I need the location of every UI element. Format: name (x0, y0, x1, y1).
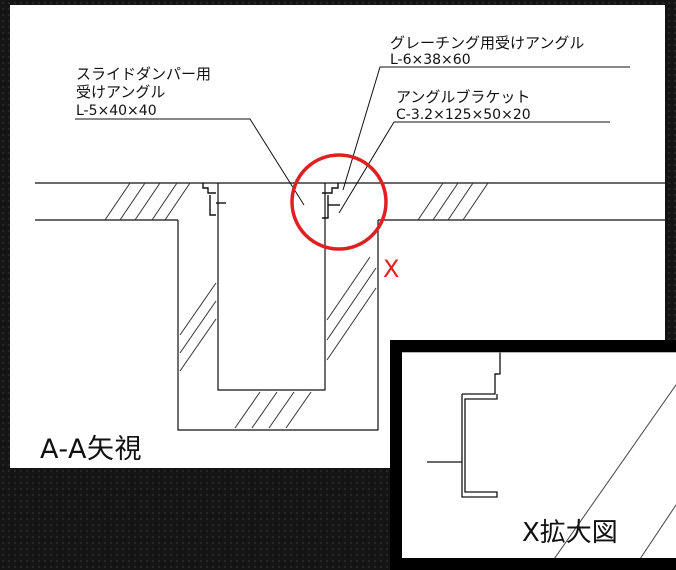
pit-inner-outline (217, 203, 326, 391)
section-drawing: スライドダンパー用 受けアングル L-5×40×40 グレーチング用受けアングル… (35, 34, 665, 431)
detail-drawing (402, 352, 676, 558)
view-title: A-A矢視 (40, 434, 142, 465)
label-slide-damper-2: 受けアングル (76, 83, 165, 101)
detail-hatch-line (554, 383, 676, 558)
slide-damper-angle (202, 183, 216, 194)
label-bracket-spec: C-3.2×125×50×20 (396, 107, 531, 123)
leader-bracket (338, 121, 610, 214)
label-grating-angle: グレーチング用受けアングル (390, 34, 584, 52)
drawing-panel: スライドダンパー用 受けアングル L-5×40×40 グレーチング用受けアングル… (10, 5, 665, 468)
label-slide-damper-spec: L-5×40×40 (76, 103, 157, 119)
slab-hatching (104, 182, 489, 429)
label-grating-angle-spec: L-6×38×60 (390, 52, 471, 68)
leader-grating-angle (342, 66, 630, 191)
angle-bracket (322, 195, 329, 219)
detail-marker: X (383, 255, 400, 283)
pit-outer-outline (177, 220, 379, 431)
grating-angle (322, 183, 339, 194)
detail-inset: X拡大図 (390, 340, 676, 570)
detail-grating-angle (462, 352, 501, 395)
detail-circle (290, 153, 388, 251)
leader-slide-damper (75, 118, 305, 206)
detail-inset-body: X拡大図 (402, 352, 676, 558)
label-bracket: アングルブラケット (396, 88, 530, 106)
label-slide-damper-1: スライドダンパー用 (76, 65, 211, 83)
inset-title: X拡大図 (522, 518, 618, 548)
